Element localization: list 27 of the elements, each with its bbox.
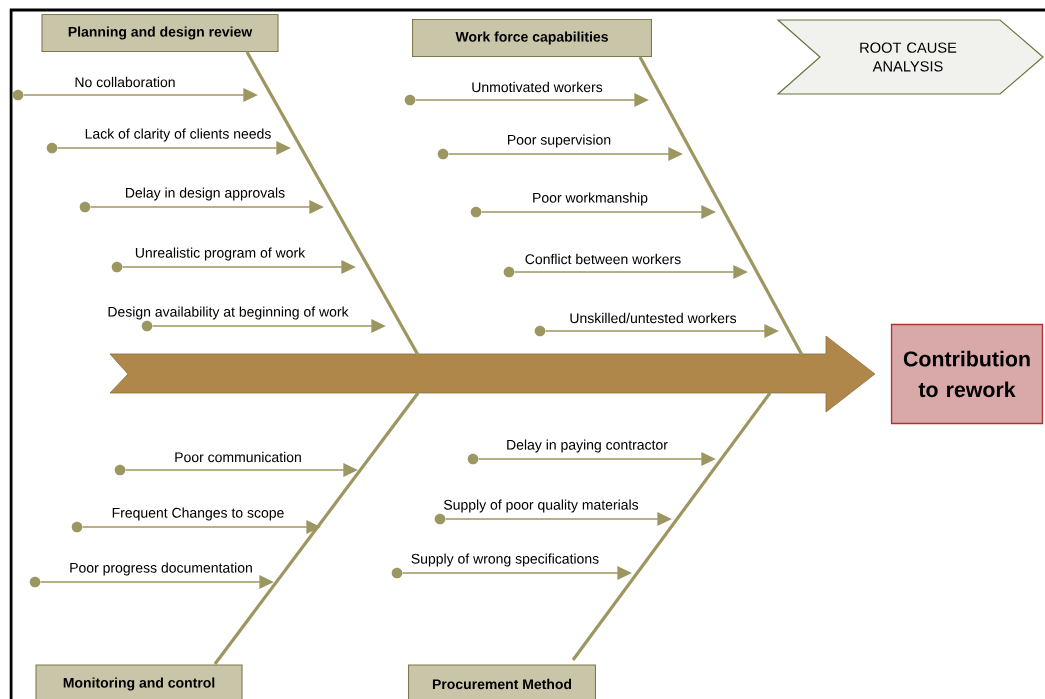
cause-label: Supply of wrong specifications bbox=[411, 553, 599, 567]
cause-label: Lack of clarity of clients needs bbox=[85, 128, 271, 142]
cause-label: Unskilled/untested workers bbox=[570, 312, 737, 324]
cause-label: Conflict between workers bbox=[525, 253, 681, 265]
spine-arrow bbox=[109, 335, 876, 413]
cause-label: Poor communication bbox=[175, 451, 301, 463]
category-box: Planning and design review bbox=[41, 13, 279, 53]
bone-line bbox=[638, 56, 804, 356]
cause-label: Unmotivated workers bbox=[472, 81, 603, 93]
category-box: Procurement Method bbox=[408, 664, 596, 699]
cause-label: Delay in design approvals bbox=[126, 187, 285, 201]
cause-label: Design availability at beginning of work bbox=[108, 306, 349, 320]
bone-line bbox=[213, 392, 420, 665]
cause-label: Supply of poor quality materials bbox=[443, 499, 639, 513]
category-box: Work force capabilities bbox=[412, 18, 652, 58]
cause-label: Poor supervision bbox=[508, 134, 611, 148]
cause-label: Frequent Changes to scope bbox=[112, 507, 284, 521]
category-box: Monitoring and control bbox=[35, 664, 243, 699]
cause-label: Unrealistic program of work bbox=[135, 247, 306, 261]
bone-line bbox=[245, 51, 420, 356]
bone-line bbox=[571, 392, 772, 661]
cause-label: Delay in paying contractor bbox=[507, 439, 668, 453]
cause-label: Poor progress documentation bbox=[70, 562, 252, 576]
cause-label: No collaboration bbox=[75, 76, 175, 88]
effect-box: Contribution to rework bbox=[890, 323, 1044, 425]
chevron-banner: ROOT CAUSE ANALYSIS bbox=[776, 19, 1044, 95]
cause-label: Poor workmanship bbox=[533, 192, 648, 206]
